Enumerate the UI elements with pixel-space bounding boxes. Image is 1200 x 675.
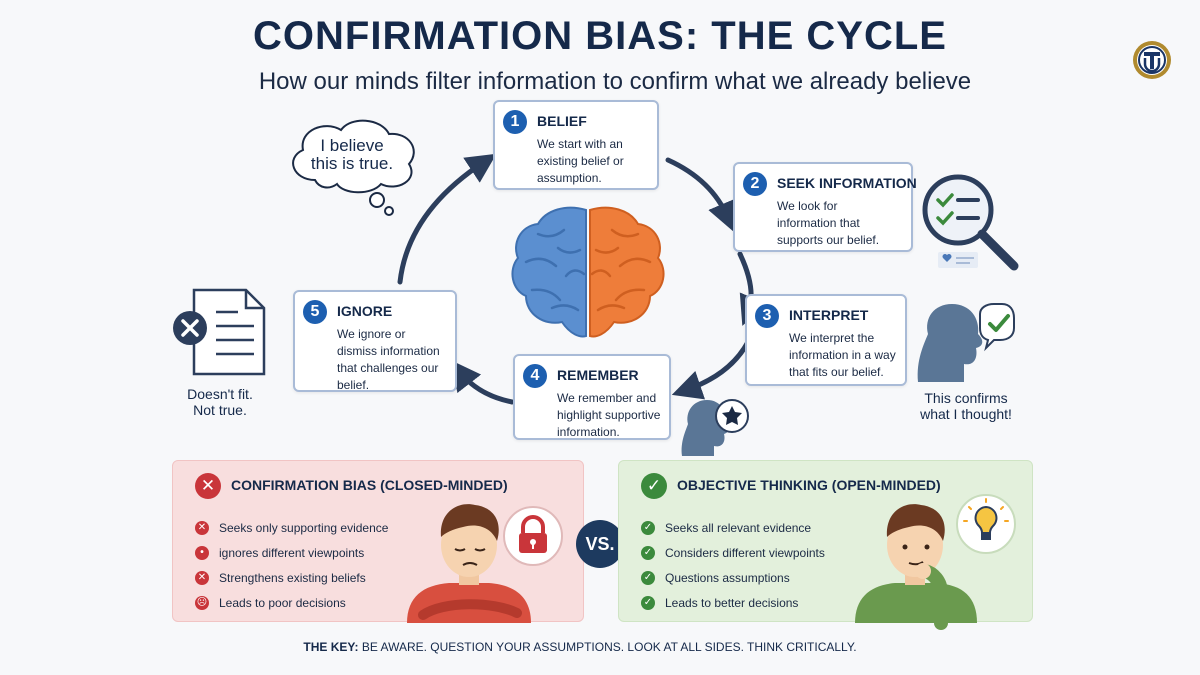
- step-title: SEEK INFORMATION: [777, 175, 917, 191]
- desc-line: information that: [777, 216, 860, 230]
- list-item-text: Leads to better decisions: [665, 595, 799, 610]
- eye-off-icon: •: [195, 545, 209, 560]
- check-icon: ✓: [641, 520, 655, 535]
- desc-line: highlight supportive: [557, 408, 661, 422]
- page-subtitle: How our minds filter information to conf…: [258, 68, 972, 95]
- step-belief: 1 BELIEF We start with an existing belie…: [493, 100, 659, 190]
- list-item: ☹ Leads to poor decisions: [195, 590, 388, 615]
- thought-bubble-text: I believe this is true.: [292, 137, 412, 173]
- head-check-icon: [917, 303, 1015, 382]
- desc-line: We ignore or: [337, 327, 406, 341]
- vs-badge: VS.: [576, 520, 624, 568]
- list-item-text: Seeks all relevant evidence: [665, 520, 812, 535]
- caption-line: Doesn't fit.: [187, 386, 253, 402]
- caption-line: This confirms: [924, 390, 1008, 406]
- step-number: 5: [303, 300, 327, 324]
- desc-line: existing belief or: [537, 154, 624, 168]
- list-item-text: Considers different viewpoints: [665, 545, 825, 560]
- list-item: ✓ Questions assumptions: [641, 565, 825, 590]
- objective-list: ✓ Seeks all relevant evidence ✓ Considers …: [641, 515, 825, 615]
- logo-icon: [1133, 41, 1171, 79]
- desc-line: belief.: [337, 378, 370, 392]
- doesnt-fit-caption: Doesn't fit. Not true.: [170, 386, 270, 418]
- step-title: BELIEF: [537, 113, 587, 129]
- step-remember: 4 REMEMBER We remember and highlight sup…: [513, 354, 671, 440]
- step-seek-information: 2 SEEK INFORMATION We look for informati…: [733, 162, 917, 252]
- sad-face-icon: ☹: [195, 595, 209, 610]
- list-item-text: Strengthens existing beliefs: [219, 570, 366, 585]
- key-text: BE AWARE. QUESTION YOUR ASSUMPTIONS. LOO…: [361, 640, 857, 654]
- step-interpret: 3 INTERPRET We interpret the information…: [745, 294, 907, 386]
- list-item-text: ignores different viewpoints: [219, 545, 365, 560]
- desc-line: that challenges our: [337, 361, 439, 375]
- x-icon: ✕: [195, 520, 209, 535]
- list-item: • ignores different viewpoints: [195, 540, 388, 565]
- list-item-text: Questions assumptions: [665, 570, 790, 585]
- desc-line: information in a way: [789, 348, 896, 362]
- step-number: 3: [755, 304, 779, 328]
- lock-icon: [503, 506, 563, 566]
- step-description: We look for information that supports ou…: [777, 198, 879, 249]
- closed-minded-person-icon: [407, 504, 531, 623]
- x-circle-icon: ✕: [195, 473, 221, 499]
- desc-line: information.: [557, 425, 620, 439]
- step-description: We start with an existing belief or assu…: [537, 136, 624, 187]
- key-footer: THE KEY: BE AWARE. QUESTION YOUR ASSUMPT…: [0, 640, 1160, 654]
- list-item: ✓ Seeks all relevant evidence: [641, 515, 825, 540]
- page-title: CONFIRMATION BIAS: THE CYCLE: [253, 14, 947, 58]
- step-description: We remember and highlight supportive inf…: [557, 390, 660, 441]
- magnifier-checklist-icon: [922, 174, 1019, 271]
- list-item: ✓ Leads to better decisions: [641, 590, 825, 615]
- thought-line: this is true.: [310, 154, 394, 173]
- step-title: IGNORE: [337, 303, 393, 319]
- step-title: INTERPRET: [789, 307, 869, 323]
- step-number: 1: [503, 110, 527, 134]
- step-number: 2: [743, 172, 767, 196]
- desc-line: supports our belief.: [777, 233, 880, 247]
- caption-line: Not true.: [193, 402, 247, 418]
- lightbulb-icon: [956, 494, 1016, 554]
- objective-thinking-panel: ✓ OBJECTIVE THINKING (OPEN-MINDED) ✓ Seek…: [618, 460, 1033, 630]
- panel-title: CONFIRMATION BIAS (CLOSED-MINDED): [231, 477, 508, 493]
- desc-line: that fits our belief.: [789, 365, 884, 379]
- desc-line: dismiss information: [337, 344, 440, 358]
- confirmation-bias-panel: ✕ CONFIRMATION BIAS (CLOSED-MINDED) ✕ See…: [172, 460, 584, 623]
- check-icon: ✓: [641, 595, 655, 610]
- check-icon: ✓: [641, 570, 655, 585]
- step-title: REMEMBER: [557, 367, 639, 383]
- key-label: THE KEY:: [303, 640, 359, 654]
- list-item: ✕ Seeks only supporting evidence: [195, 515, 388, 540]
- step-description: We interpret the information in a way th…: [789, 330, 896, 381]
- desc-line: We start with an: [537, 137, 623, 151]
- x-icon: ✕: [195, 570, 209, 585]
- bias-list: ✕ Seeks only supporting evidence • ignores…: [195, 515, 388, 615]
- list-item-text: Seeks only supporting evidence: [219, 520, 389, 535]
- check-circle-icon: ✓: [641, 473, 667, 499]
- list-item: ✕ Strengthens existing beliefs: [195, 565, 388, 590]
- desc-line: We interpret the: [789, 331, 875, 345]
- list-item-text: Leads to poor decisions: [219, 595, 346, 610]
- desc-line: We remember and: [557, 391, 657, 405]
- caption-line: what I thought!: [920, 406, 1012, 422]
- list-item: ✓ Considers different viewpoints: [641, 540, 825, 565]
- step-ignore: 5 IGNORE We ignore or dismiss informatio…: [293, 290, 457, 392]
- step-description: We ignore or dismiss information that ch…: [337, 326, 440, 394]
- check-icon: ✓: [641, 545, 655, 560]
- open-minded-person-icon: [855, 504, 977, 630]
- desc-line: We look for: [777, 199, 838, 213]
- head-star-icon: [681, 399, 749, 456]
- thought-line: I believe: [320, 136, 384, 155]
- document-x-icon: [173, 288, 266, 376]
- thought-bubble-icon: [292, 119, 415, 216]
- desc-line: assumption.: [537, 171, 602, 185]
- confirms-caption: This confirms what I thought!: [906, 390, 1026, 422]
- brain-icon: [511, 206, 665, 338]
- panel-title: OBJECTIVE THINKING (OPEN-MINDED): [677, 477, 941, 493]
- step-number: 4: [523, 364, 547, 388]
